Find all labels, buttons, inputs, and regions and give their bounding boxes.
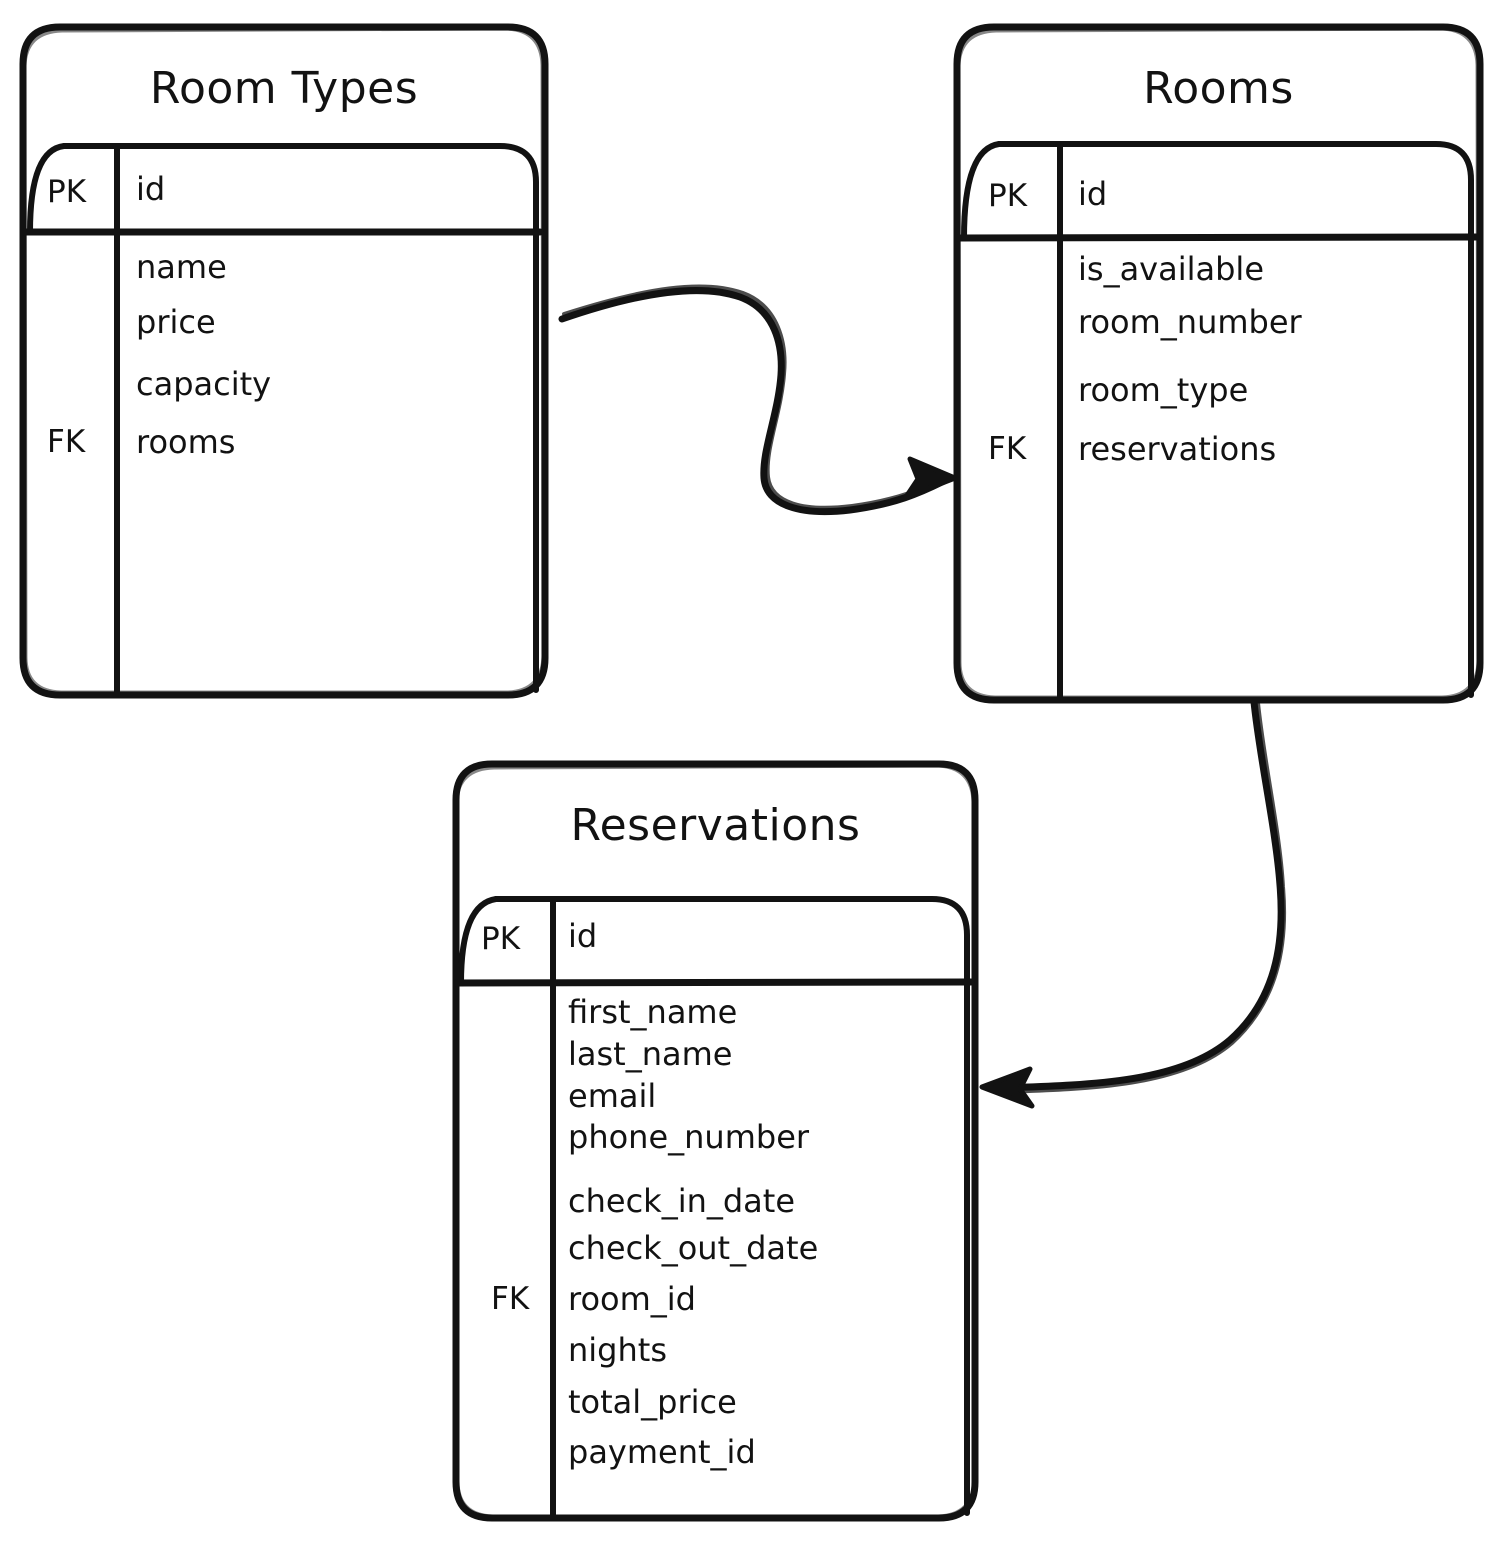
entity-title-rooms: Rooms	[1143, 63, 1294, 114]
field-room-types-rooms: rooms	[136, 423, 236, 461]
pk-badge-rooms: PK	[988, 178, 1028, 214]
field-reservations-room-id: room_id	[568, 1280, 696, 1318]
pk-badge-room-types: PK	[47, 174, 87, 210]
arrowhead-reservations	[979, 1066, 1035, 1109]
field-rooms-is-available: is_available	[1078, 250, 1264, 288]
field-rooms-room-type: room_type	[1078, 371, 1249, 409]
entity-box-room-types	[19, 23, 549, 699]
relationship-rooms-to-reservations	[979, 698, 1287, 1109]
field-reservations-check-out-date: check_out_date	[568, 1229, 819, 1267]
field-reservations-check-in-date: check_in_date	[568, 1182, 796, 1220]
entity-inner-panel-room-types	[20, 143, 544, 697]
entity-box-rooms	[953, 23, 1484, 704]
field-rooms-room-number: room_number	[1078, 303, 1302, 341]
field-reservations-total-price: total_price	[568, 1383, 737, 1421]
pk-field-rooms: id	[1078, 175, 1108, 213]
field-room-types-name: name	[136, 248, 227, 286]
field-rooms-reservations: reservations	[1078, 430, 1277, 468]
field-reservations-first-name: first_name	[568, 993, 738, 1031]
pk-field-room-types: id	[136, 170, 166, 208]
entity-title-reservations: Reservations	[570, 800, 861, 851]
field-reservations-email: email	[568, 1077, 657, 1115]
pk-field-reservations: id	[568, 917, 598, 955]
field-reservations-phone-number: phone_number	[568, 1118, 810, 1156]
pk-badge-reservations: PK	[481, 921, 521, 957]
fk-badge-room-types: FK	[47, 424, 86, 460]
field-room-types-price: price	[136, 303, 216, 341]
arrowhead-rooms	[903, 456, 958, 500]
field-room-types-capacity: capacity	[136, 365, 272, 403]
entity-inner-panel-rooms	[954, 141, 1480, 701]
field-reservations-payment-id: payment_id	[568, 1433, 756, 1471]
fk-badge-rooms: FK	[988, 431, 1027, 467]
entity-title-room-types: Room Types	[149, 63, 419, 114]
fk-badge-reservations: FK	[491, 1281, 530, 1317]
field-reservations-nights: nights	[568, 1331, 667, 1369]
field-reservations-last-name: last_name	[568, 1035, 733, 1073]
relationship-room-types-to-rooms	[558, 284, 958, 516]
